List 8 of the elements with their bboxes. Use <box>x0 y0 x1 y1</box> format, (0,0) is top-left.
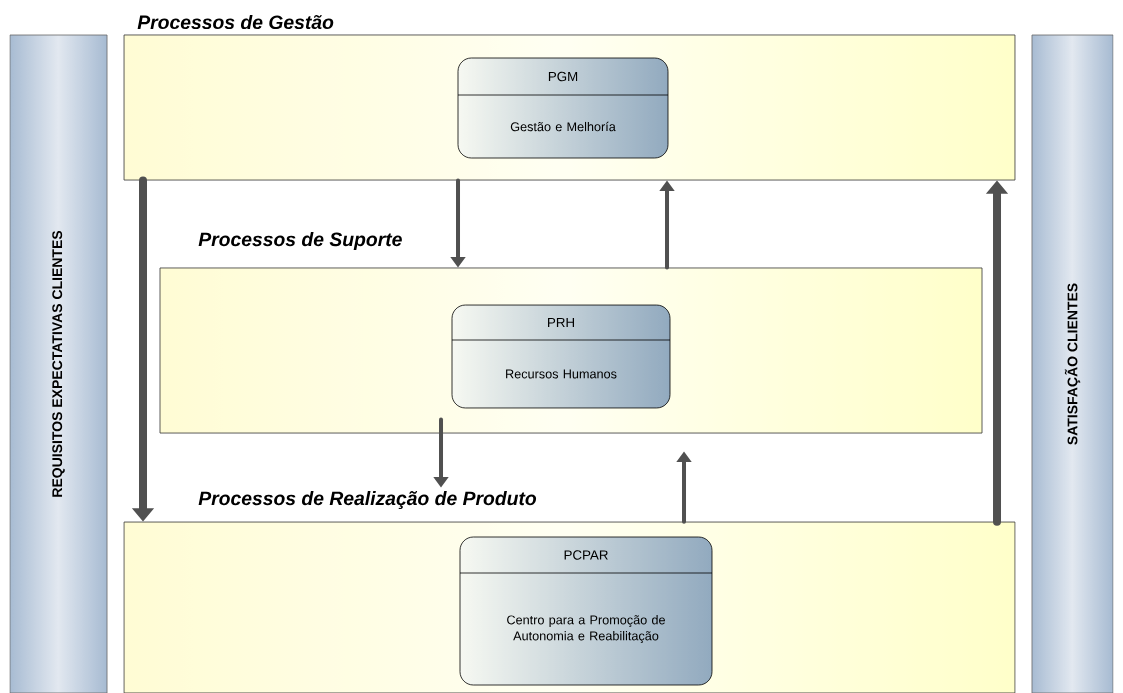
process-box: PRH Recursos Humanos <box>451 304 671 409</box>
side-band: SATISFAÇÃO CLIENTES <box>1031 34 1114 693</box>
band-heading: Processos de Realização de Produto <box>198 491 537 509</box>
process-box: PGM Gestão e Melhoría <box>457 57 669 159</box>
side-band: REQUISITOS EXPECTATIVAS CLIENTES <box>9 34 108 693</box>
band-heading: Processos de Gestão <box>137 14 334 30</box>
band-heading: Processos de Suporte <box>198 232 402 250</box>
process-box: PCPAR Centro para a Promoção de Autonomia e Reabilitação <box>459 536 713 686</box>
